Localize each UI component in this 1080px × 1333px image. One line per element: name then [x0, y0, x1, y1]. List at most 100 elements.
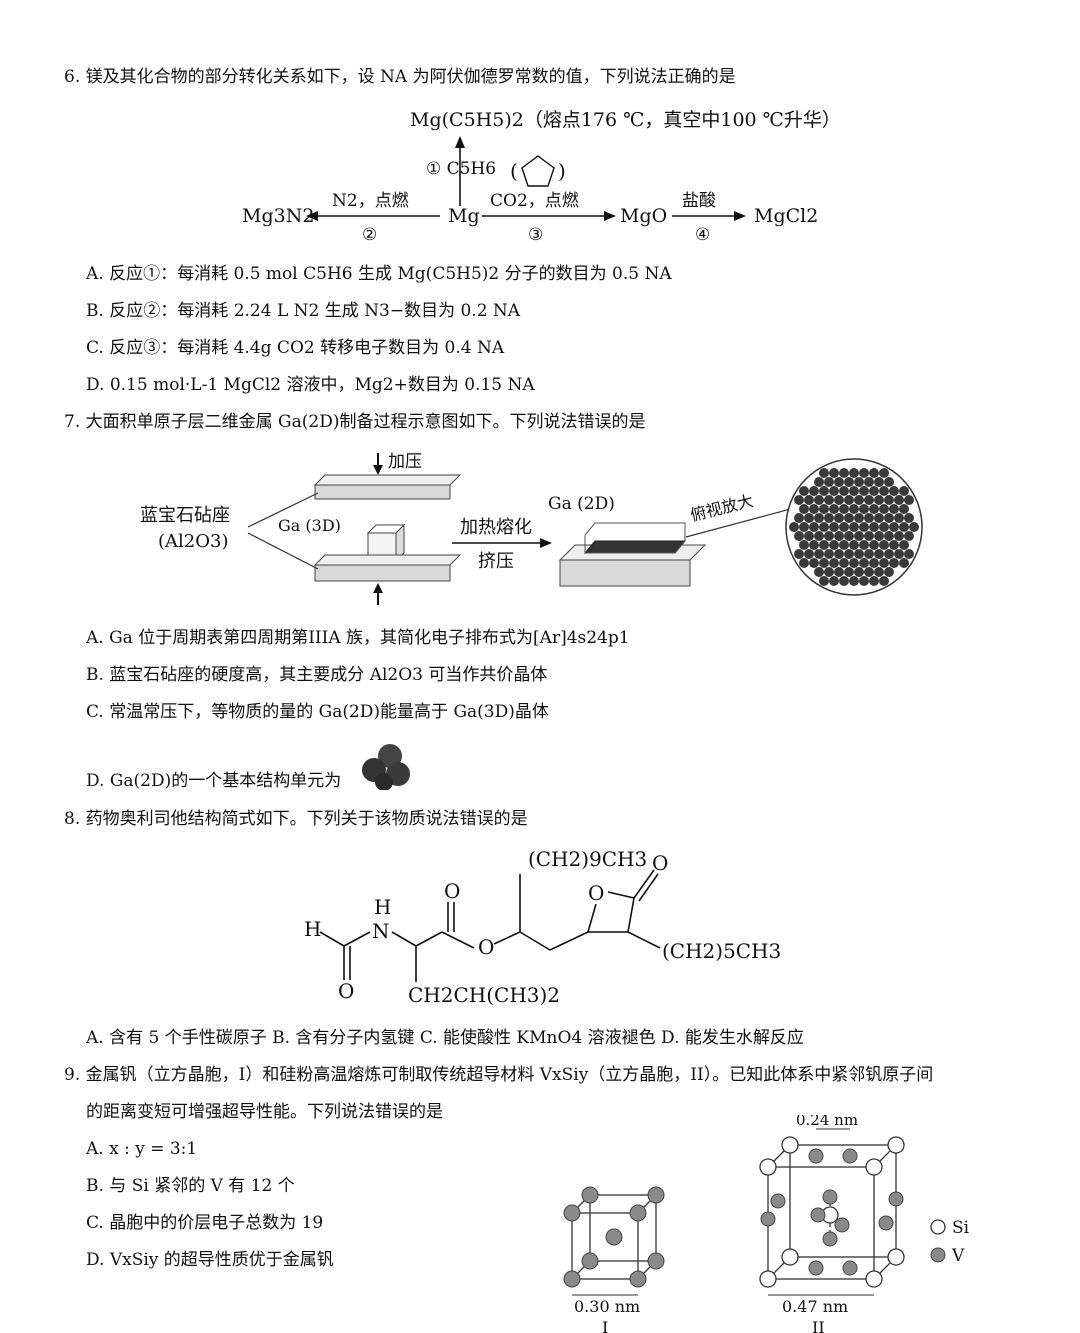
n-atom: N [372, 919, 390, 943]
ga-atom [874, 513, 884, 523]
chain-top: (CH2)9CH3 [528, 847, 647, 871]
chain-right: (CH2)5CH3 [662, 939, 781, 963]
ga-atom [879, 540, 889, 550]
ga-atom [884, 477, 894, 487]
ga-atom [829, 486, 839, 496]
ga-atom [844, 567, 854, 577]
ga2d-frame [584, 522, 686, 554]
ga-atom [879, 558, 889, 568]
ga-atom [814, 477, 824, 487]
side-chain: CH2CH(CH3)2 [408, 983, 560, 1007]
ga2d-base [559, 559, 691, 587]
ga2d-unit-icon [362, 744, 410, 790]
ga-atom [794, 549, 804, 559]
ga-atom [834, 495, 844, 505]
q7-process-diagram: 加压 蓝宝石砧座 (Al2O3) Ga (3D) 加热熔化 挤压 Ga (2D)… [140, 452, 923, 605]
bottom-plate-top [313, 554, 462, 566]
ga-atom [894, 513, 904, 523]
legend-v-icon [930, 1247, 946, 1263]
ga-atom [854, 549, 864, 559]
cell-ii-si-atoms [759, 1136, 905, 1288]
ga-atom [819, 558, 829, 568]
ga-atom [879, 486, 889, 496]
ga-atom [889, 486, 899, 496]
ga-atom [864, 477, 874, 487]
ga-atom [794, 531, 804, 541]
q6-right-num: ③ [528, 225, 543, 245]
bottom-plate [314, 564, 451, 582]
ga-atom [804, 495, 814, 505]
ga-atom [829, 558, 839, 568]
ga-atom [859, 540, 869, 550]
ga-atom [859, 468, 869, 478]
ga-atom [794, 513, 804, 523]
q6-final-arrowhead [734, 211, 746, 221]
o-ester-carbonyl: O [444, 879, 460, 903]
cell-ii-top: 0.24 nm [796, 1115, 858, 1129]
ga-atom [874, 549, 884, 559]
ga-atom [809, 486, 819, 496]
ga-atom [854, 531, 864, 541]
ga-atom [824, 513, 834, 523]
ga-atom [884, 495, 894, 505]
legend-si: Si [952, 1218, 970, 1238]
ga-atom [799, 522, 809, 532]
unit-atom-1 [378, 744, 402, 768]
orlistat-structure: (CH2)9CH3 O O (CH2)5CH3 H H N O O O CH2C… [304, 847, 781, 1007]
q7-stem: 7. 大面积单原子层二维金属 Ga(2D)制备过程示意图如下。下列说法错误的是 [64, 412, 646, 432]
press-arrowhead-up [373, 583, 383, 593]
q6-up-label: ① C5H6 [426, 159, 496, 179]
top-plate-front [314, 484, 451, 500]
q7-press: 加压 [388, 452, 422, 472]
cell-i-atoms [563, 1186, 665, 1288]
pointer-bottom-plate [247, 532, 319, 570]
ga-atom [809, 540, 819, 550]
ga-atom [869, 558, 879, 568]
ga-atom [859, 558, 869, 568]
ga-atom [829, 504, 839, 514]
ga-atom [894, 495, 904, 505]
ga-atom [849, 558, 859, 568]
q9-option-b: B. 与 Si 紧邻的 V 有 12 个 [86, 1176, 295, 1196]
ga-atom [819, 540, 829, 550]
ga-atom [799, 504, 809, 514]
q9-option-c: C. 晶胞中的价层电子总数为 19 [86, 1213, 324, 1233]
ga-atom [799, 486, 809, 496]
ga-atom [839, 504, 849, 514]
q9-option-d: D. VxSiy 的超导性质优于金属钒 [86, 1250, 334, 1270]
unit-atom-4 [375, 773, 393, 790]
ga-atom [824, 477, 834, 487]
o-ring: O [588, 881, 604, 905]
q6-option-c: C. 反应③：每消耗 4.4g CO2 转移电子数目为 0.4 NA [86, 338, 505, 358]
q6-final-num: ④ [695, 225, 710, 245]
q8-stem: 8. 药物奥利司他结构简式如下。下列关于该物质说法错误的是 [64, 809, 528, 829]
q6-right-reagent: CO2，点燃 [490, 191, 579, 211]
ga-atom [839, 522, 849, 532]
ga-atom [829, 576, 839, 586]
q7-ga3d: Ga (3D) [278, 516, 341, 535]
ga-atom [839, 576, 849, 586]
ga-atom [854, 477, 864, 487]
ga-atom [844, 531, 854, 541]
ga-atom [839, 468, 849, 478]
ga-atom [879, 504, 889, 514]
ga-atom [909, 522, 919, 532]
ga-atom [804, 549, 814, 559]
q6-right-arrowhead [604, 211, 616, 221]
ga-atom [869, 486, 879, 496]
ga-atom [824, 531, 834, 541]
ga-atom [844, 495, 854, 505]
ga-atom [829, 468, 839, 478]
ga-atom [899, 486, 909, 496]
ga-atom [799, 558, 809, 568]
q9-stem-line2: 的距离变短可增强超导性能。下列说法错误的是 [86, 1102, 443, 1122]
nh-h: H [374, 895, 391, 919]
ga-atom [874, 477, 884, 487]
ga-atom [829, 522, 839, 532]
process-arrowhead [540, 538, 552, 548]
zoom-line [685, 506, 799, 538]
ga-atom [889, 522, 899, 532]
ga-atom [874, 495, 884, 505]
ga-atom [829, 540, 839, 550]
q6-final-product: MgCl2 [754, 205, 818, 227]
